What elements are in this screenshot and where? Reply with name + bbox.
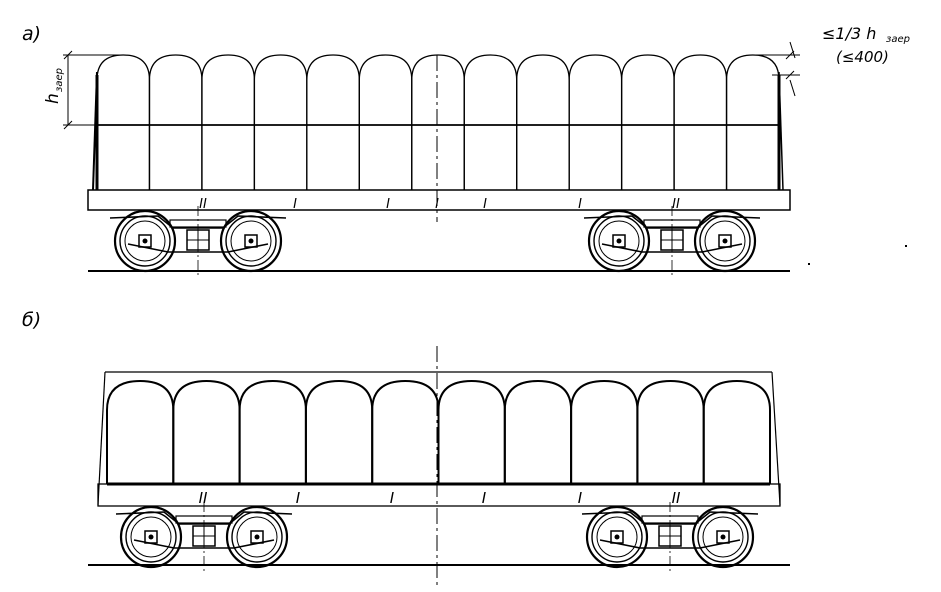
row-mark: I bbox=[293, 197, 297, 212]
cargo-bag bbox=[238, 379, 307, 484]
bogie-b-right bbox=[581, 502, 759, 571]
row-mark: I bbox=[296, 489, 301, 507]
scan-specks bbox=[808, 245, 907, 265]
height-dimension-label: h заер bbox=[43, 68, 65, 104]
bogie-a-left bbox=[109, 206, 287, 275]
wagon-frame-b bbox=[97, 483, 781, 507]
wheel bbox=[691, 505, 755, 569]
clearance-note: ≤1/3 h bbox=[822, 24, 876, 43]
cargo-bag bbox=[358, 54, 413, 190]
cargo-row-b bbox=[106, 379, 771, 484]
row-mark: II bbox=[199, 197, 207, 212]
cargo-bag bbox=[725, 54, 780, 190]
cargo-bag bbox=[306, 54, 360, 190]
cargo-bag bbox=[148, 54, 203, 190]
cargo-bag bbox=[253, 54, 308, 190]
clearance-limit: (≤400) bbox=[836, 48, 889, 66]
cargo-bag bbox=[371, 379, 440, 484]
wheel bbox=[693, 209, 757, 273]
wheel bbox=[219, 209, 283, 273]
cargo-bag bbox=[172, 379, 241, 484]
row-mark: II bbox=[199, 489, 208, 507]
panel-a-label: а) bbox=[22, 23, 41, 45]
wagon-body-a bbox=[87, 71, 791, 211]
loading-envelope-b bbox=[97, 371, 781, 506]
row-mark: II bbox=[672, 197, 680, 212]
cargo-bag bbox=[96, 54, 151, 190]
cargo-bag bbox=[503, 379, 573, 484]
cargo-bag bbox=[673, 54, 728, 190]
cargo-bag bbox=[702, 379, 771, 484]
wheel bbox=[119, 505, 183, 569]
height-symbol-subscript: заер bbox=[54, 68, 65, 92]
cargo-bag bbox=[568, 54, 623, 190]
wheel bbox=[587, 209, 651, 273]
clearance-dimension bbox=[752, 41, 800, 97]
cargo-bag bbox=[304, 379, 374, 484]
wheel bbox=[113, 209, 177, 273]
wagon-frame-a bbox=[87, 189, 791, 211]
cargo-bag bbox=[437, 379, 506, 484]
bogie-b-left bbox=[115, 502, 293, 571]
wheel bbox=[225, 505, 289, 569]
panel-b-label: б) bbox=[22, 309, 41, 331]
cargo-bag bbox=[516, 54, 570, 190]
cargo-bag bbox=[636, 379, 705, 484]
bogie-a-right bbox=[583, 206, 761, 275]
height-dimension bbox=[63, 50, 125, 130]
panel-a: а) IIIIIIIII h заер bbox=[22, 23, 910, 275]
cargo-bag bbox=[620, 54, 675, 190]
row-mark: I bbox=[390, 489, 395, 507]
cargo-bag bbox=[463, 54, 518, 190]
row-mark: II bbox=[672, 489, 681, 507]
row-mark: I bbox=[386, 197, 390, 212]
wheel bbox=[585, 505, 649, 569]
cargo-bag bbox=[106, 379, 175, 484]
row-mark: I bbox=[578, 197, 582, 212]
row-mark: I bbox=[578, 489, 583, 507]
row-mark: I bbox=[483, 197, 487, 212]
row-mark: I bbox=[482, 489, 487, 507]
cargo-bag bbox=[570, 379, 639, 484]
height-symbol: h bbox=[43, 93, 63, 104]
cargo-bag bbox=[411, 54, 465, 190]
cargo-bag bbox=[201, 54, 256, 190]
cargo-row-a bbox=[95, 54, 781, 190]
clearance-note-subscript: заер bbox=[886, 34, 910, 45]
